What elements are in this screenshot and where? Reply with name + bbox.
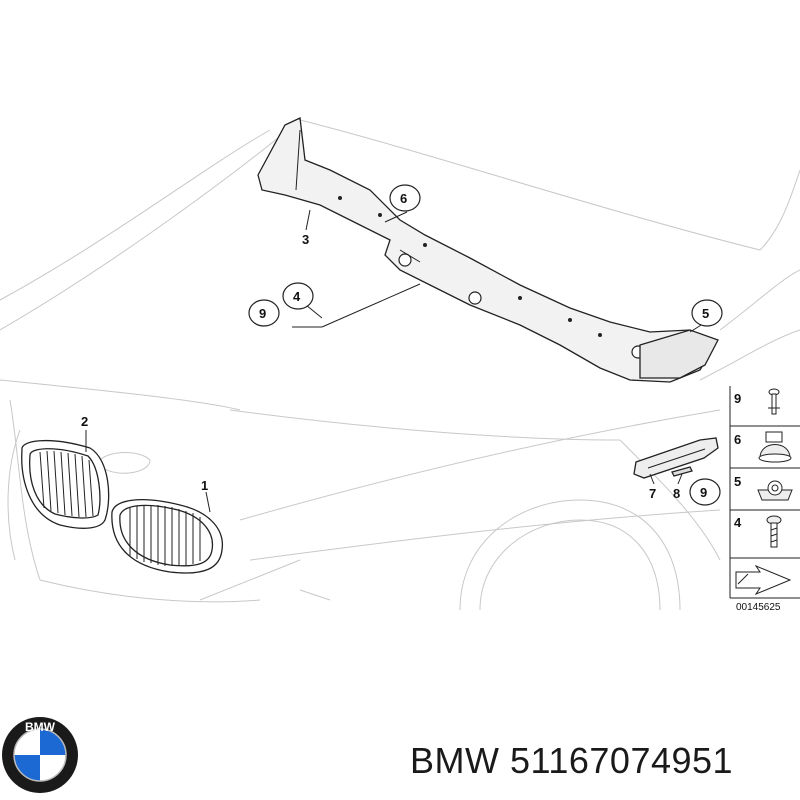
leader-lines: [85, 209, 707, 513]
callout-3: 3: [302, 232, 309, 247]
svg-text:7: 7: [649, 486, 656, 501]
clip-nut-icon: [758, 431, 792, 463]
callout-1: 1: [201, 478, 208, 493]
svg-text:9: 9: [700, 485, 707, 500]
side-trim-7[interactable]: [633, 437, 719, 479]
svg-text:1: 1: [201, 478, 208, 493]
part-number-title: BMW 51167074951: [410, 740, 734, 781]
kidney-grille-left[interactable]: [21, 439, 110, 529]
fastener-legend: 9 6 5 4: [729, 386, 800, 613]
callout-9a: 9: [248, 299, 280, 327]
callout-8: 8: [673, 486, 680, 501]
svg-text:8: 8: [673, 486, 680, 501]
callout-9b: 9: [689, 478, 721, 506]
callout-2: 2: [81, 414, 88, 429]
cowl-end-cap[interactable]: [639, 329, 719, 379]
car-body-outline: [0, 119, 800, 611]
arrow-icon: [735, 564, 792, 596]
push-rivet-icon: [768, 388, 780, 415]
svg-text:6: 6: [400, 191, 407, 206]
bmw-logo: BMW: [2, 717, 78, 793]
expanding-nut-icon: [757, 480, 793, 501]
svg-text:5: 5: [734, 474, 741, 489]
svg-text:4: 4: [734, 515, 742, 530]
callout-5: 5: [691, 299, 723, 327]
callout-4: 4: [282, 282, 314, 310]
svg-text:6: 6: [734, 432, 741, 447]
callout-7: 7: [649, 486, 656, 501]
screw-icon: [766, 515, 782, 548]
svg-text:BMW: BMW: [25, 720, 56, 734]
svg-text:4: 4: [293, 289, 301, 304]
svg-text:5: 5: [702, 306, 709, 321]
diagram-code: 00145625: [736, 602, 781, 613]
svg-text:9: 9: [734, 391, 741, 406]
svg-text:9: 9: [259, 306, 266, 321]
svg-text:2: 2: [81, 414, 88, 429]
insert-8[interactable]: [671, 466, 693, 477]
svg-text:3: 3: [302, 232, 309, 247]
kidney-grille-right[interactable]: [111, 499, 223, 574]
callout-6: 6: [389, 184, 421, 212]
